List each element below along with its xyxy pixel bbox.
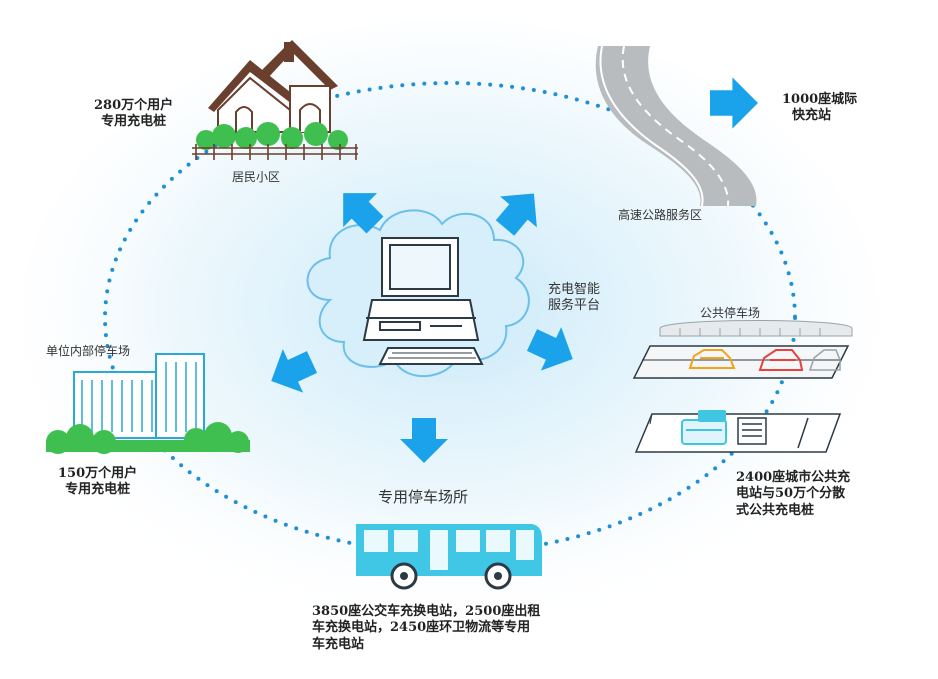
public-parking-desc-line-2: 电站与50万个分散: [736, 486, 846, 502]
highway-desc-line-1: 1000座城际: [782, 92, 858, 107]
highway-road-icon: [595, 45, 757, 207]
highway-caption: 高速公路服务区: [618, 208, 703, 222]
workplace-description: 150万个用户 专用充电桩: [58, 466, 137, 499]
public-parking-desc-line-1: 2400座城市公共充: [736, 470, 851, 485]
highway-description: 1000座城际 快充站: [782, 92, 857, 125]
charging-post: [737, 417, 767, 445]
network-ring: [103, 81, 797, 555]
dedicated-parking-desc-line-3: 车充电站: [312, 636, 365, 652]
office-building-icon: [46, 353, 250, 454]
residential-description: 280万个用户 专用充电桩: [94, 98, 173, 131]
computer-icon: [362, 237, 484, 365]
platform-label-line-2: 服务平台: [548, 298, 601, 314]
public-parking-description: 2400座城市公共充 电站与50万个分散 式公共充电桩: [736, 470, 850, 519]
residential-caption: 居民小区: [232, 170, 281, 184]
workplace-desc-line-2: 专用充电桩: [65, 482, 131, 498]
highway-desc-line-2: 快充站: [792, 108, 832, 124]
parking-lot-icon: [632, 320, 853, 453]
workplace-desc-line-1: 150万个用户: [58, 466, 138, 481]
public-parking-caption: 公共停车场: [700, 306, 761, 320]
residential-desc-line-1: 280万个用户: [94, 98, 174, 113]
car-orange: [688, 349, 736, 369]
car-white: [808, 349, 841, 371]
workplace-caption: 单位内部停车场: [46, 344, 131, 358]
residential-desc-line-2: 专用充电桩: [101, 114, 167, 130]
bus-icon: [356, 524, 542, 590]
dedicated-parking-caption: 专用停车场所: [378, 488, 469, 506]
platform-label: 充电智能 服务平台: [548, 282, 600, 315]
public-parking-desc-line-3: 式公共充电桩: [736, 502, 815, 518]
house-icon: [192, 40, 358, 160]
central-platform: [306, 209, 530, 377]
car-cyan: [681, 410, 727, 445]
platform-label-line-1: 充电智能: [548, 282, 601, 297]
dedicated-parking-desc-line-1: 3850座公交车充换电站，2500座出租: [312, 604, 541, 619]
dedicated-parking-description: 3850座公交车充换电站，2500座出租 车充换电站，2450座环卫物流等专用 …: [312, 604, 540, 653]
dedicated-parking-desc-line-2: 车充换电站，2450座环卫物流等专用: [312, 620, 531, 636]
car-red: [758, 349, 804, 371]
